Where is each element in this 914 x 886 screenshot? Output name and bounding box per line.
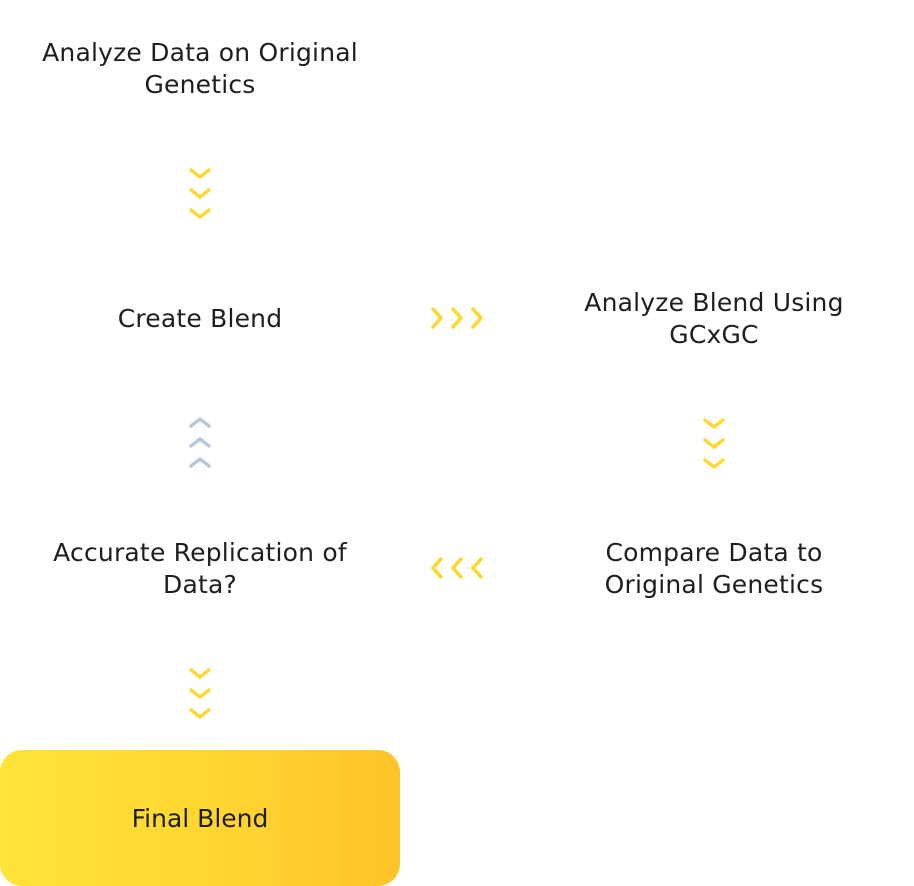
step-accurate-replication-question: Accurate Replication of Data? <box>53 538 347 599</box>
step-create-blend: Create Blend <box>117 304 283 333</box>
chevrons-down-icon <box>186 166 214 222</box>
chevrons-down-icon <box>186 666 214 722</box>
final-blend-label: Final Blend <box>131 803 269 833</box>
final-blend-box: Final Blend <box>0 750 400 886</box>
step-analyze-blend-gcxgc: Analyze Blend Using GCxGC <box>584 288 844 349</box>
step-compare-data: Compare Data to Original Genetics <box>604 538 824 599</box>
chevrons-right-icon <box>428 304 488 332</box>
chevrons-down-icon <box>700 416 728 472</box>
step-analyze-original-genetics: Analyze Data on Original Genetics <box>42 38 358 99</box>
chevrons-left-icon <box>428 554 488 582</box>
chevrons-up-icon <box>186 414 214 470</box>
